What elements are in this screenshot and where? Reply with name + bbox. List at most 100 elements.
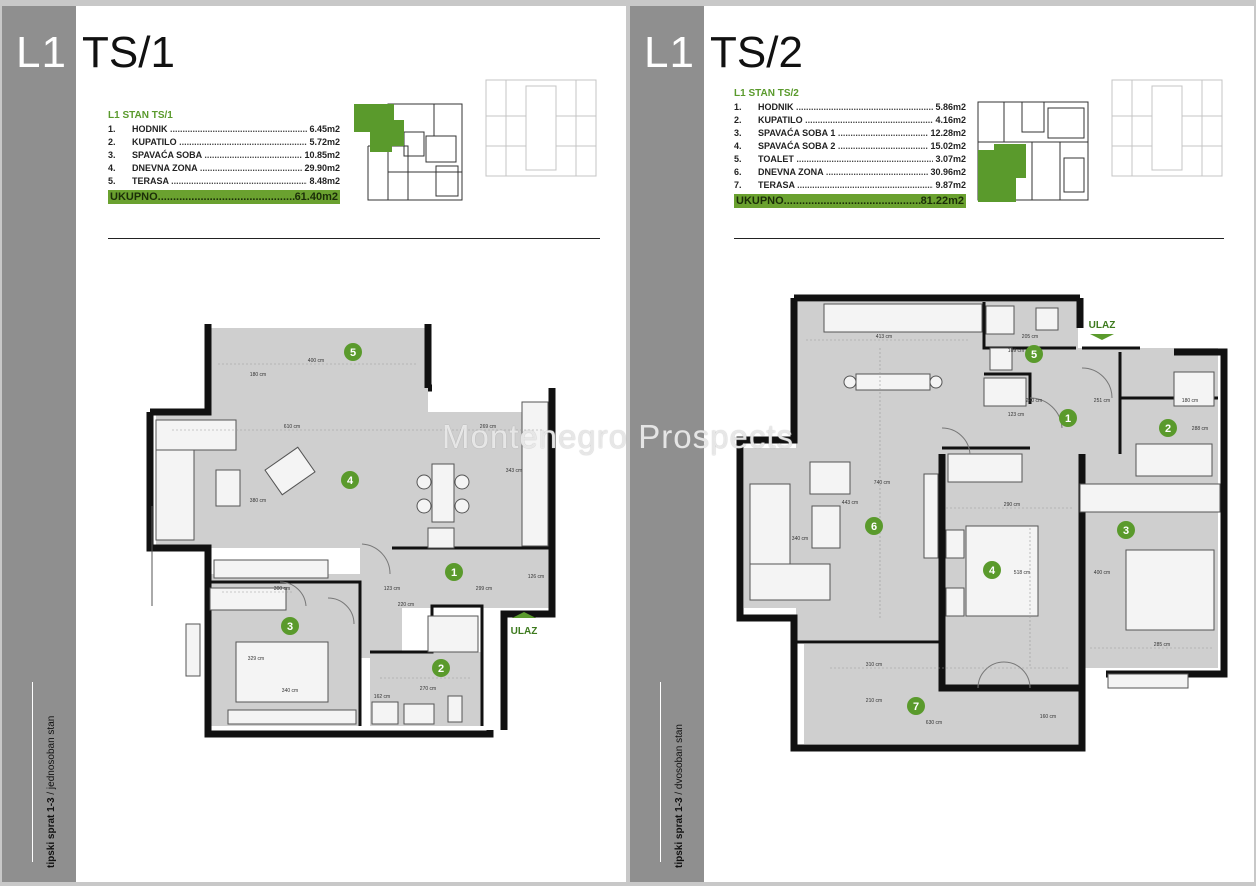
floor-caption: tipski sprat 1-3 / jednosoban stan — [46, 716, 57, 868]
dimension-label: 285 cm — [1154, 642, 1170, 648]
dimension-label: 400 cm — [308, 358, 324, 364]
room-number: 5 — [350, 347, 356, 359]
dimension-label: 340 cm — [282, 688, 298, 694]
schedule-heading: L1 STAN TS/2 — [734, 88, 799, 99]
header-divider — [108, 238, 600, 239]
page-sidebar: L1 tipski sprat 1-3 / dvosoban stan — [630, 6, 704, 882]
schedule-heading: L1 STAN TS/1 — [108, 110, 173, 121]
row-room-name: TERASA — [758, 179, 933, 192]
row-number: 2. — [108, 137, 116, 147]
schedule-total: UKUPNO61.40m2 — [108, 190, 340, 204]
area-schedule: L1 STAN TS/1 1.HODNIK6.45m2 2.KUPATILO5.… — [108, 110, 340, 204]
building-keyplan — [485, 79, 597, 177]
schedule-row: 5. TOALET3.07m2 — [734, 153, 966, 166]
entrance-label: ULAZ — [511, 626, 538, 637]
row-room-name: SPAVAĆA SOBA — [132, 149, 302, 162]
dimension-label: 380 cm — [250, 498, 266, 504]
schedule-row: 1.HODNIK5.86m2 — [734, 101, 966, 114]
room-number: 1 — [451, 567, 457, 579]
dimension-label: 123 cm — [1008, 412, 1024, 418]
dimension-label: 518 cm — [1014, 570, 1030, 576]
row-number: 5. — [734, 154, 742, 164]
row-number: 1. — [108, 124, 116, 134]
row-number: 3. — [734, 128, 742, 138]
schedule-row: 2. KUPATILO4.16m2 — [734, 114, 966, 127]
room-number: 6 — [871, 521, 877, 533]
page-sidebar: L1 tipski sprat 1-3 / jednosoban stan — [2, 6, 76, 882]
unit-title: TS/2 — [710, 28, 803, 77]
dimension-label: 740 cm — [874, 480, 890, 486]
entrance-label: ULAZ — [1089, 320, 1116, 331]
sidebar-rule — [32, 682, 33, 862]
row-number: 4. — [108, 163, 116, 173]
row-room-name: DNEVNA ZONA — [758, 166, 928, 179]
dimension-label: 180 cm — [250, 372, 266, 378]
row-number: 6. — [734, 167, 742, 177]
row-area: 8.48m2 — [309, 176, 340, 186]
row-room-name: SPAVAĆA SOBA 2 — [758, 140, 928, 153]
floor-caption-rest: / dvosoban stan — [674, 724, 685, 798]
row-number: 4. — [734, 141, 742, 151]
room-number: 1 — [1065, 413, 1071, 425]
row-room-name: HODNIK — [132, 123, 307, 136]
row-area: 29.90m2 — [304, 163, 340, 173]
floor-plan-ts1: 5 4 1 3 2 ULAZ 400 cm 180 cm 610 cm 269 … — [146, 324, 556, 738]
dimension-label: 290 cm — [1004, 502, 1020, 508]
dimension-label: 443 cm — [842, 500, 858, 506]
row-area: 5.86m2 — [935, 102, 966, 112]
building-keyplan — [1111, 79, 1223, 177]
floor-plan-page-ts1: L1 tipski sprat 1-3 / jednosoban stan TS… — [2, 6, 626, 882]
floor-plan-ts2: 1 2 3 4 5 6 7 ULAZ 413 cm 205 cm 109 cm … — [736, 294, 1228, 752]
row-number: 1. — [734, 102, 742, 112]
floor-caption: tipski sprat 1-3 / dvosoban stan — [674, 724, 685, 868]
dimension-label: 413 cm — [876, 334, 892, 340]
schedule-row: 6. DNEVNA ZONA30.96m2 — [734, 166, 966, 179]
level-code: L1 — [16, 28, 67, 77]
row-area: 10.85m2 — [304, 150, 340, 160]
room-number: 4 — [989, 565, 996, 577]
row-area: 9.87m2 — [935, 180, 966, 190]
dimension-label: 299 cm — [476, 586, 492, 592]
floor-caption-bold: tipski sprat 1-3 — [674, 797, 685, 868]
room-number: 7 — [913, 701, 919, 713]
dimension-label: 329 cm — [248, 656, 264, 662]
dimension-label: 610 cm — [284, 424, 300, 430]
row-number: 2. — [734, 115, 742, 125]
row-room-name: KUPATILO — [758, 114, 933, 127]
unit-title: TS/1 — [82, 28, 175, 77]
floor-caption-rest: / jednosoban stan — [46, 715, 57, 798]
row-room-name: TOALET — [758, 153, 933, 166]
dimension-label: 180 cm — [1182, 398, 1198, 404]
level-code: L1 — [644, 28, 695, 77]
total-area: 61.40m2 — [294, 191, 338, 203]
row-area: 12.28m2 — [930, 128, 966, 138]
row-area: 15.02m2 — [930, 141, 966, 151]
row-room-name: SPAVAĆA SOBA 1 — [758, 127, 928, 140]
schedule-row: 7.TERASA9.87m2 — [734, 179, 966, 192]
dimension-label: 630 cm — [926, 720, 942, 726]
dimension-label: 205 cm — [1022, 334, 1038, 340]
dimension-label: 109 cm — [1008, 348, 1024, 354]
row-area: 5.72m2 — [309, 137, 340, 147]
dimension-label: 240 cm — [1026, 398, 1042, 404]
dimension-label: 162 cm — [374, 694, 390, 700]
building-keyplan-highlight — [354, 103, 463, 201]
row-room-name: DNEVNA ZONA — [132, 162, 302, 175]
dimension-label: 400 cm — [1094, 570, 1110, 576]
schedule-row: 3.SPAVAĆA SOBA10.85m2 — [108, 149, 340, 162]
room-number: 3 — [1123, 525, 1129, 537]
dimension-label: 251 cm — [1094, 398, 1110, 404]
dimension-label: 160 cm — [1040, 714, 1056, 720]
room-number: 3 — [287, 621, 293, 633]
dimension-label: 343 cm — [506, 468, 522, 474]
header-divider — [734, 238, 1224, 239]
schedule-row: 4. SPAVAĆA SOBA 215.02m2 — [734, 140, 966, 153]
dimension-label: 126 cm — [528, 574, 544, 580]
row-area: 3.07m2 — [935, 154, 966, 164]
row-room-name: TERASA — [132, 175, 307, 188]
row-area: 30.96m2 — [930, 167, 966, 177]
building-keyplan-highlight — [977, 101, 1089, 202]
total-label: UKUPNO — [736, 194, 921, 208]
dimension-label: 269 cm — [480, 424, 496, 430]
row-area: 4.16m2 — [935, 115, 966, 125]
